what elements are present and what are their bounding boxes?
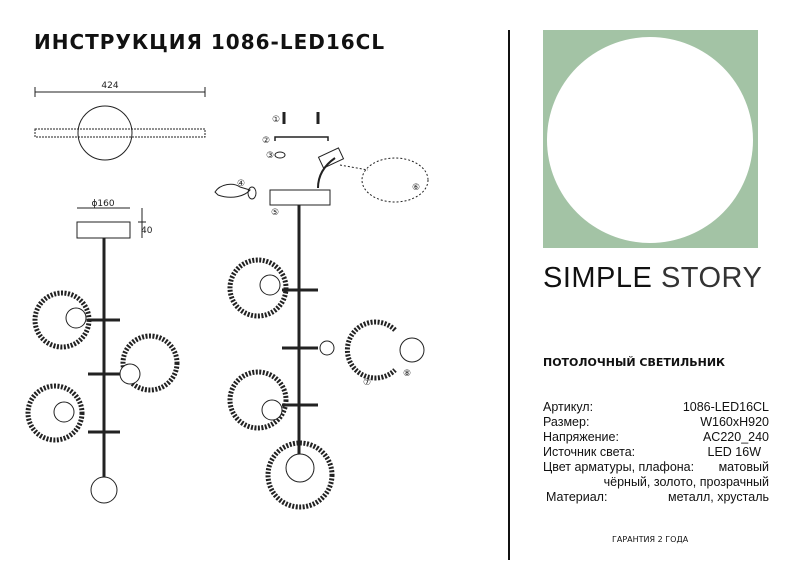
bottom-bulb	[90, 476, 118, 504]
brand-name-bold: SIMPLE	[543, 262, 653, 294]
brand-logo	[543, 30, 758, 248]
spec-value: матовый	[718, 460, 769, 474]
spec-row: чёрный, золото, прозрачный	[543, 475, 769, 490]
ring-shade-3	[25, 383, 85, 443]
ring-shade-b	[227, 369, 289, 431]
spec-label: Напряжение:	[543, 430, 619, 444]
ring-shade-bottom	[265, 440, 335, 510]
spec-value: металл, хрусталь	[668, 490, 769, 504]
warranty: ГАРАНТИЯ 2 ГОДА	[612, 535, 689, 544]
top-view-canopy	[77, 105, 133, 161]
terminal-block	[317, 147, 345, 169]
spec-row: Размер: W160xH920	[543, 415, 769, 430]
divider	[508, 30, 510, 560]
c-ring-shade	[344, 319, 397, 381]
step-6-marker: ⑥	[412, 183, 420, 193]
ring-shade-1	[32, 290, 92, 350]
logo-circle	[547, 37, 753, 243]
spec-row: Напряжение: AC220_240	[543, 430, 769, 445]
spec-label: Материал:	[546, 490, 608, 504]
step-4-marker: ④	[237, 179, 245, 189]
spec-label: Цвет арматуры, плафона:	[543, 460, 695, 474]
step-5-marker: ⑤	[271, 208, 279, 218]
spec-label: Артикул:	[543, 400, 594, 414]
installation-drawing: ① ② ③ ④ ⑤ ⑥ ⑦ ⑧	[214, 112, 429, 510]
page-title: ИНСТРУКЦИЯ 1086-LED16CL	[34, 30, 386, 54]
spec-label: Источник света:	[543, 445, 636, 459]
top-view-bar	[34, 128, 206, 138]
bulb-part	[399, 337, 425, 363]
brand-name-light: STORY	[660, 262, 763, 294]
step-7-marker: ⑦	[363, 378, 371, 388]
ring-shade-a	[227, 257, 289, 319]
step-markers: ① ② ③ ④ ⑤ ⑥ ⑦ ⑧	[237, 115, 420, 388]
step-3-marker: ③	[266, 151, 274, 161]
wires	[317, 157, 336, 189]
width-label: 424	[101, 81, 118, 91]
ring-shade-2	[119, 333, 180, 393]
canopy-side	[269, 189, 331, 206]
nut-icon	[274, 151, 286, 159]
diameter-label: ϕ160	[91, 199, 114, 209]
spec-row: Артикул: 1086-LED16CL	[543, 400, 769, 415]
spec-value: LED 16W	[707, 445, 762, 459]
mounting-bracket	[274, 136, 329, 141]
step-2-marker: ②	[262, 136, 270, 146]
product-type: ПОТОЛОЧНЫЙ СВЕТИЛЬНИК	[543, 356, 726, 369]
step-1-marker: ①	[272, 115, 280, 125]
spec-value: W160xH920	[700, 415, 769, 429]
hand-icon	[214, 183, 251, 198]
detail-callout	[361, 157, 429, 203]
height-label: 40	[141, 226, 153, 236]
spec-row: Цвет арматуры, плафона: матовый	[543, 460, 769, 475]
spec-row: Материал: металл, хрусталь	[543, 490, 769, 505]
brand-name: SIMPLE STORY	[543, 262, 762, 295]
dimension-drawing: 424 ϕ160 40	[25, 81, 206, 504]
step-8-marker: ⑧	[403, 369, 411, 379]
socket-part	[319, 340, 335, 356]
spec-label: Размер:	[543, 415, 590, 429]
spec-value: чёрный, золото, прозрачный	[603, 475, 769, 489]
spec-value: AC220_240	[702, 430, 769, 444]
spec-row: Источник света: LED 16W	[543, 445, 769, 460]
spec-value: 1086-LED16CL	[682, 400, 769, 414]
